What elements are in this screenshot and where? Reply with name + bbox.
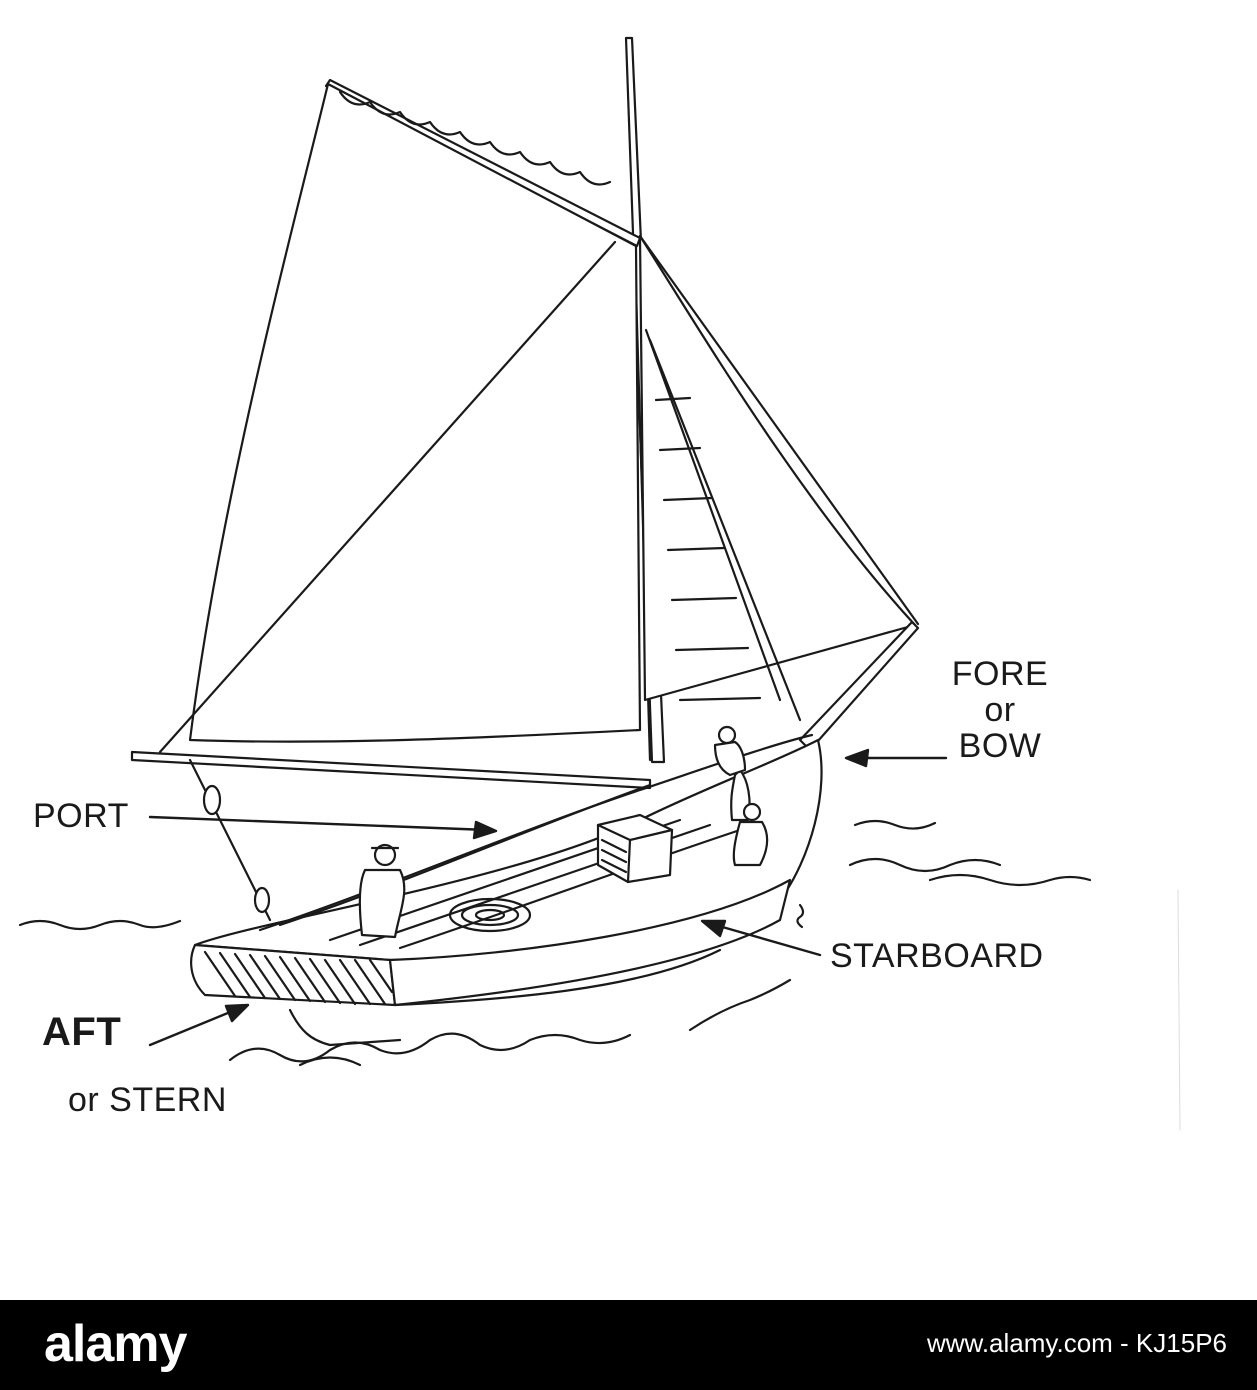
alamy-logo: alamy <box>44 1315 187 1373</box>
port-label: PORT <box>33 797 129 835</box>
crew-figures <box>358 725 769 939</box>
starboard-label: STARBOARD <box>830 937 1044 975</box>
crate <box>596 813 674 884</box>
aft-arrow <box>148 1006 242 1047</box>
fore-label-line2: or <box>984 691 1016 729</box>
image-credit: www.alamy.com - KJ15P6 <box>926 1328 1227 1358</box>
fore-label-line3: BOW <box>958 727 1042 765</box>
jib <box>638 234 917 702</box>
fore-label-line1: FORE <box>951 655 1049 693</box>
boom <box>130 750 652 790</box>
stern-label: or STERN <box>68 1081 227 1119</box>
fore-label: FORE or BOW <box>930 656 1070 764</box>
sailboat-illustration <box>18 36 1181 1131</box>
footer-bar: alamy www.alamy.com - KJ15P6 <box>0 1300 1257 1390</box>
label-arrows <box>148 748 948 1047</box>
mainsail <box>188 82 642 743</box>
waves <box>18 819 1092 1067</box>
starboard-arrow <box>710 922 822 957</box>
aft-label: AFT <box>42 1010 122 1054</box>
hull <box>190 733 823 1047</box>
boat-diagram: FORE or BOW PORT STARBOARD AFT or STERN <box>18 36 1181 1131</box>
port-arrow <box>148 815 490 832</box>
